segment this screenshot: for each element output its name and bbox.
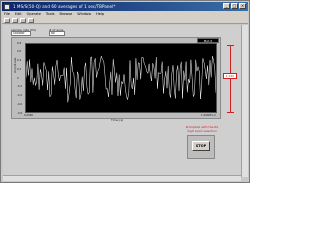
menu-tools[interactable]: Tools — [45, 12, 55, 16]
app-icon — [4, 3, 10, 10]
sample-rate-field[interactable]: 100000 — [11, 31, 31, 36]
y-tick-label: 0.6 — [17, 50, 22, 54]
run-continuous-icon[interactable] — [12, 17, 18, 23]
y-tick-label: -0.8 — [17, 111, 23, 115]
menu-edit[interactable]: Edit — [14, 12, 22, 16]
y-tick-label: 0.2 — [17, 67, 22, 71]
stop-button[interactable]: STOP — [192, 141, 210, 151]
y-tick-label: -0.4 — [17, 94, 23, 97]
horizontal-scrollbar[interactable] — [3, 175, 241, 181]
menu-help[interactable]: Help — [96, 12, 105, 16]
vertical-scrollbar[interactable] — [241, 25, 248, 177]
maximize-button[interactable]: □ — [231, 3, 238, 9]
pause-icon[interactable] — [28, 17, 34, 23]
plot-area — [25, 43, 217, 113]
minimize-button[interactable]: _ — [223, 3, 230, 9]
menu-window[interactable]: Window — [77, 12, 92, 16]
menu-operate[interactable]: Operate — [26, 12, 41, 16]
application-window: 1 MS/S(50-Q) and 60 averages of 1 sec/TB… — [0, 0, 250, 183]
stop-note: Prompted with the 60 digit input selecti… — [185, 125, 219, 133]
y-tick-label: -0.6 — [17, 102, 23, 106]
x-axis-label: Time (s) — [111, 118, 124, 122]
run-arrow-icon[interactable] — [4, 17, 10, 23]
menu-browse[interactable]: Browse — [59, 12, 73, 16]
toolbar — [2, 17, 248, 24]
stop-frame — [187, 135, 215, 159]
window-controls: _ □ × — [223, 3, 246, 9]
abort-icon[interactable] — [20, 17, 26, 23]
averages-label: # of avgs — [49, 28, 64, 32]
y-tick-label: -0.2 — [17, 85, 23, 89]
sample-rate-label: sample rate (Hz) — [11, 28, 37, 32]
averages-field[interactable]: 60 — [49, 31, 65, 36]
y-tick-label: 0 — [17, 76, 19, 80]
amplitude-marker-top — [227, 45, 234, 46]
amplitude-marker-bottom — [227, 112, 234, 113]
window-title: 1 MS/S(50-Q) and 60 averages of 1 sec/TB… — [13, 4, 116, 9]
amplitude-annotation: 1.12V — [223, 73, 237, 79]
menu-file[interactable]: File — [4, 12, 10, 16]
close-button[interactable]: × — [239, 3, 246, 9]
title-bar[interactable]: 1 MS/S(50-Q) and 60 averages of 1 sec/TB… — [2, 2, 248, 11]
x-tick-start: 0.0000 — [24, 114, 34, 117]
amplitude-marker-line — [230, 45, 231, 113]
y-tick-label: 0.4 — [17, 59, 22, 62]
menu-bar: File Edit Operate Tools Browse Window He… — [2, 11, 248, 17]
x-tick-end: 1.0000E+0 — [201, 114, 216, 117]
waveform-trace — [25, 55, 217, 103]
y-tick-label: 0.8 — [17, 41, 22, 45]
plot-legend[interactable]: Plot 0 — [197, 38, 219, 43]
